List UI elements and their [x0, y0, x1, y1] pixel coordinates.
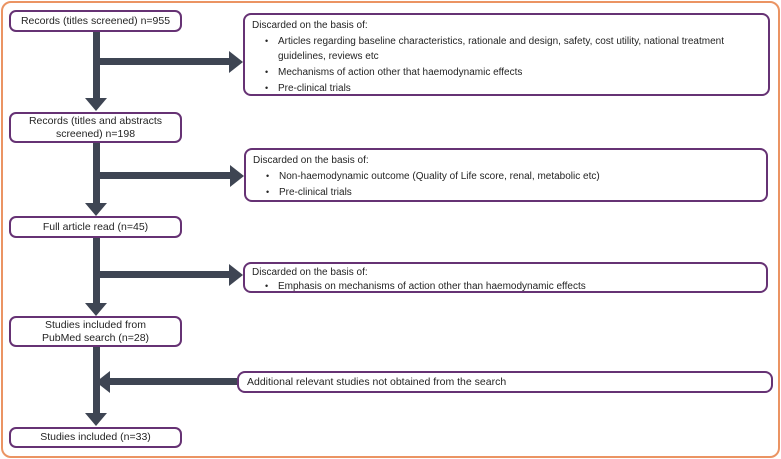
discard-box-title: Discarded on the basis of: — [252, 20, 368, 31]
arrowhead-down-4-icon — [85, 413, 107, 426]
flow-box-records-titles: Records (titles screened) n=955 — [9, 10, 182, 32]
arrowhead-down-3-icon — [85, 303, 107, 316]
flow-box-full-article-read: Full article read (n=45) — [9, 216, 182, 238]
bullet-icon: • — [265, 36, 269, 46]
bullet-icon: • — [266, 171, 270, 181]
arrowhead-down-1-icon — [85, 98, 107, 111]
addition-box-label: Additional relevant studies not obtained… — [247, 375, 507, 388]
arrowhead-right-1-icon — [229, 51, 243, 73]
bullet-text: Non-haemodynamic outcome (Quality of Lif… — [279, 171, 600, 182]
flow-box-label: Records (titles and abstracts screened) … — [28, 114, 163, 140]
bullet-text: Pre-clinical trials — [279, 187, 352, 198]
bullet-icon: • — [265, 67, 269, 77]
flow-box-label: Records (titles screened) n=955 — [20, 14, 171, 27]
arrow-line-addition — [110, 378, 237, 385]
bullet-text: Emphasis on mechanisms of action other t… — [278, 281, 586, 292]
discard-box-title: Discarded on the basis of: — [253, 155, 369, 166]
flow-box-records-abstracts: Records (titles and abstracts screened) … — [9, 112, 182, 143]
arrow-line-branch-2 — [93, 172, 230, 179]
bullet-item: • Non-haemodynamic outcome (Quality of L… — [253, 169, 758, 184]
discard-box-2: Discarded on the basis of: • Non-haemody… — [244, 148, 768, 202]
bullet-text: Mechanisms of action other that haemodyn… — [278, 67, 523, 78]
flow-box-label: Studies included (n=33) — [40, 431, 151, 443]
bullet-text: Pre-clinical trials — [278, 83, 351, 94]
discard-box-1: Discarded on the basis of: • Articles re… — [243, 13, 770, 96]
discard-box-title: Discarded on the basis of: — [252, 267, 368, 278]
addition-box: Additional relevant studies not obtained… — [237, 371, 773, 393]
arrow-line-branch-1 — [93, 58, 229, 65]
discard-box-3: Discarded on the basis of: • Emphasis on… — [243, 262, 768, 293]
flow-box-pubmed-included: Studies included from PubMed search (n=2… — [9, 316, 182, 347]
arrowhead-right-2-icon — [230, 165, 244, 187]
flow-box-studies-included: Studies included (n=33) — [9, 427, 182, 448]
bullet-item: • Emphasis on mechanisms of action other… — [252, 280, 758, 293]
arrowhead-down-2-icon — [85, 203, 107, 216]
arrow-line-down-3 — [93, 237, 100, 303]
arrow-line-branch-3 — [93, 271, 229, 278]
arrowhead-left-addition-icon — [96, 371, 110, 393]
bullet-text: Articles regarding baseline characterist… — [278, 36, 724, 62]
bullet-icon: • — [265, 83, 269, 93]
bullet-icon: • — [266, 187, 270, 197]
bullet-item: • Mechanisms of action other that haemod… — [252, 65, 760, 80]
bullet-icon: • — [265, 281, 269, 291]
bullet-item: • Pre-clinical trials — [253, 185, 758, 200]
bullet-item: • Articles regarding baseline characteri… — [252, 34, 760, 64]
flow-box-label: Full article read (n=45) — [42, 220, 149, 233]
bullet-item: • Pre-clinical trials — [252, 81, 760, 96]
flow-box-label: Studies included from PubMed search (n=2… — [41, 318, 150, 344]
arrowhead-right-3-icon — [229, 264, 243, 286]
